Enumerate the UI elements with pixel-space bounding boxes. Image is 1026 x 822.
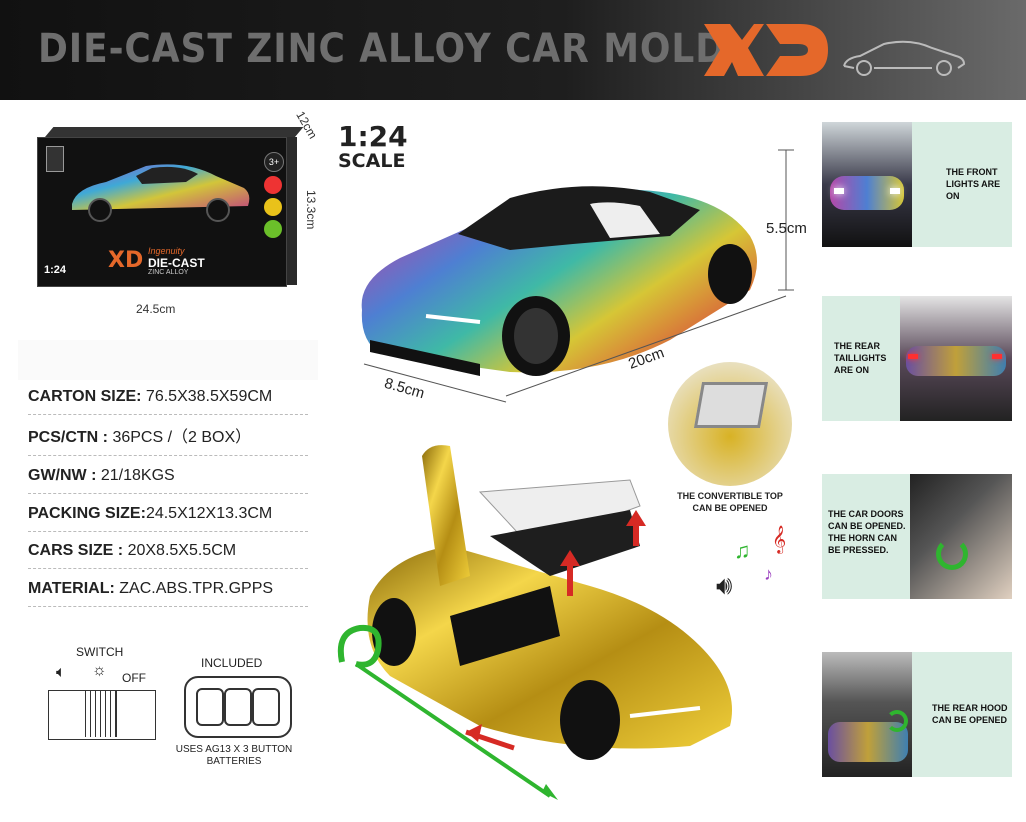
car-rear-shape bbox=[906, 346, 1006, 376]
box-die-cast-label: DIE-CAST bbox=[148, 256, 205, 270]
battery-tray-icon bbox=[184, 676, 292, 738]
battery-icon bbox=[252, 688, 280, 726]
rear-hood-photo bbox=[822, 652, 912, 777]
spec-row-cars-size: CARS SIZE : 20X8.5X5.5CM bbox=[28, 534, 308, 569]
gold-car-image bbox=[337, 445, 732, 800]
box-shield-logo-icon bbox=[46, 146, 64, 172]
scale-ratio: 1:24 bbox=[338, 120, 408, 153]
roof-panel bbox=[693, 382, 769, 428]
car-silhouette-icon bbox=[843, 40, 966, 76]
battery-note: USES AG13 X 3 BUTTON BATTERIES bbox=[175, 744, 293, 767]
music-note-icon: ♪ bbox=[764, 564, 773, 584]
light-bulb-icon: ☼ bbox=[92, 662, 107, 679]
spec-row-packing-size: PACKING SIZE:24.5X12X13.3CM bbox=[28, 497, 308, 532]
headlight-icon bbox=[890, 188, 900, 194]
included-title: INCLUDED bbox=[201, 656, 263, 670]
front-lights-caption: THE FRONT LIGHTS ARE ON bbox=[946, 167, 1001, 201]
taillight-icon bbox=[992, 354, 1002, 359]
box-height-label: 13.3cm bbox=[304, 190, 318, 230]
battery-icon bbox=[224, 688, 252, 726]
age-badge: 3+ bbox=[264, 152, 284, 172]
sound-button-icon bbox=[264, 198, 282, 216]
switch-slider[interactable] bbox=[85, 691, 117, 737]
box-zinc-alloy-label: ZINC ALLOY bbox=[148, 269, 189, 276]
page-title: DIE-CAST ZINC ALLOY CAR MOLD bbox=[38, 26, 727, 72]
battery-icon bbox=[196, 688, 224, 726]
light-button-icon bbox=[264, 176, 282, 194]
product-box: 3+ 1:24 XD Ingenuity DIE-CAST ZINC ALLOY bbox=[37, 137, 287, 287]
doors-horn-photo bbox=[910, 474, 1012, 599]
box-side-face bbox=[285, 137, 297, 285]
convertible-top-caption: THE CONVERTIBLE TOP CAN BE OPENED bbox=[677, 491, 783, 513]
taillight-icon bbox=[908, 354, 918, 359]
treble-clef-icon: 𝄞 bbox=[772, 526, 787, 553]
headlight-icon bbox=[834, 188, 844, 194]
header-banner bbox=[0, 0, 1026, 100]
scale-word: SCALE bbox=[338, 150, 406, 172]
box-brand-logo: XD bbox=[108, 248, 144, 273]
feature-panel-front-lights: THE FRONT LIGHTS ARE ON bbox=[822, 122, 1012, 247]
feature-panel-rear-hood: THE REAR HOOD CAN BE OPENED bbox=[822, 652, 1012, 777]
green-arrow-icon bbox=[886, 710, 908, 732]
box-width-label: 24.5cm bbox=[136, 302, 176, 316]
car-height-label: 5.5cm bbox=[766, 220, 807, 237]
doors-horn-caption: THE CAR DOORS CAN BE OPENED. THE HORN CA… bbox=[828, 509, 906, 555]
box-scale-label: 1:24 bbox=[44, 264, 67, 276]
feature-panel-rear-taillights: THE REAR TAILLIGHTS ARE ON bbox=[822, 296, 1012, 421]
rear-taillights-caption: THE REAR TAILLIGHTS ARE ON bbox=[834, 341, 887, 375]
spec-row-carton-size: CARTON SIZE: 76.5X38.5X59CM bbox=[28, 380, 308, 415]
rear-hood-caption: THE REAR HOOD CAN BE OPENED bbox=[932, 703, 1008, 725]
rear-taillights-photo bbox=[900, 296, 1012, 421]
feature-panel-doors-horn: THE CAR DOORS CAN BE OPENED. THE HORN CA… bbox=[822, 474, 1012, 599]
spec-row-gw-nw: GW/NW : 21/18KGS bbox=[28, 459, 308, 494]
spec-header-blank bbox=[18, 340, 318, 380]
spec-row-material: MATERIAL: ZAC.ABS.TPR.GPPS bbox=[28, 572, 308, 607]
box-car-image bbox=[72, 164, 250, 222]
green-arrow-icon bbox=[936, 538, 968, 570]
switch-housing bbox=[48, 690, 156, 740]
switch-title: SWITCH bbox=[76, 645, 124, 659]
music-note-icon: ♫ bbox=[734, 538, 751, 563]
box-tagline: Ingenuity bbox=[148, 246, 185, 256]
front-lights-photo bbox=[822, 122, 912, 247]
speaker-icon: 🔈︎ bbox=[56, 664, 66, 681]
try-me-button-icon bbox=[264, 220, 282, 238]
horn-speaker-icon: 🔊︎ bbox=[716, 570, 733, 600]
box-depth-label: 12cm bbox=[293, 108, 321, 142]
box-top-face bbox=[45, 127, 304, 137]
switch-off-label: OFF bbox=[122, 671, 146, 685]
main-car-image bbox=[361, 149, 794, 403]
convertible-top-photo bbox=[668, 362, 792, 486]
xd-brand-logo-icon bbox=[704, 24, 828, 76]
spec-row-pcs-ctn: PCS/CTN : 36PCS /（2 BOX） bbox=[28, 421, 308, 456]
